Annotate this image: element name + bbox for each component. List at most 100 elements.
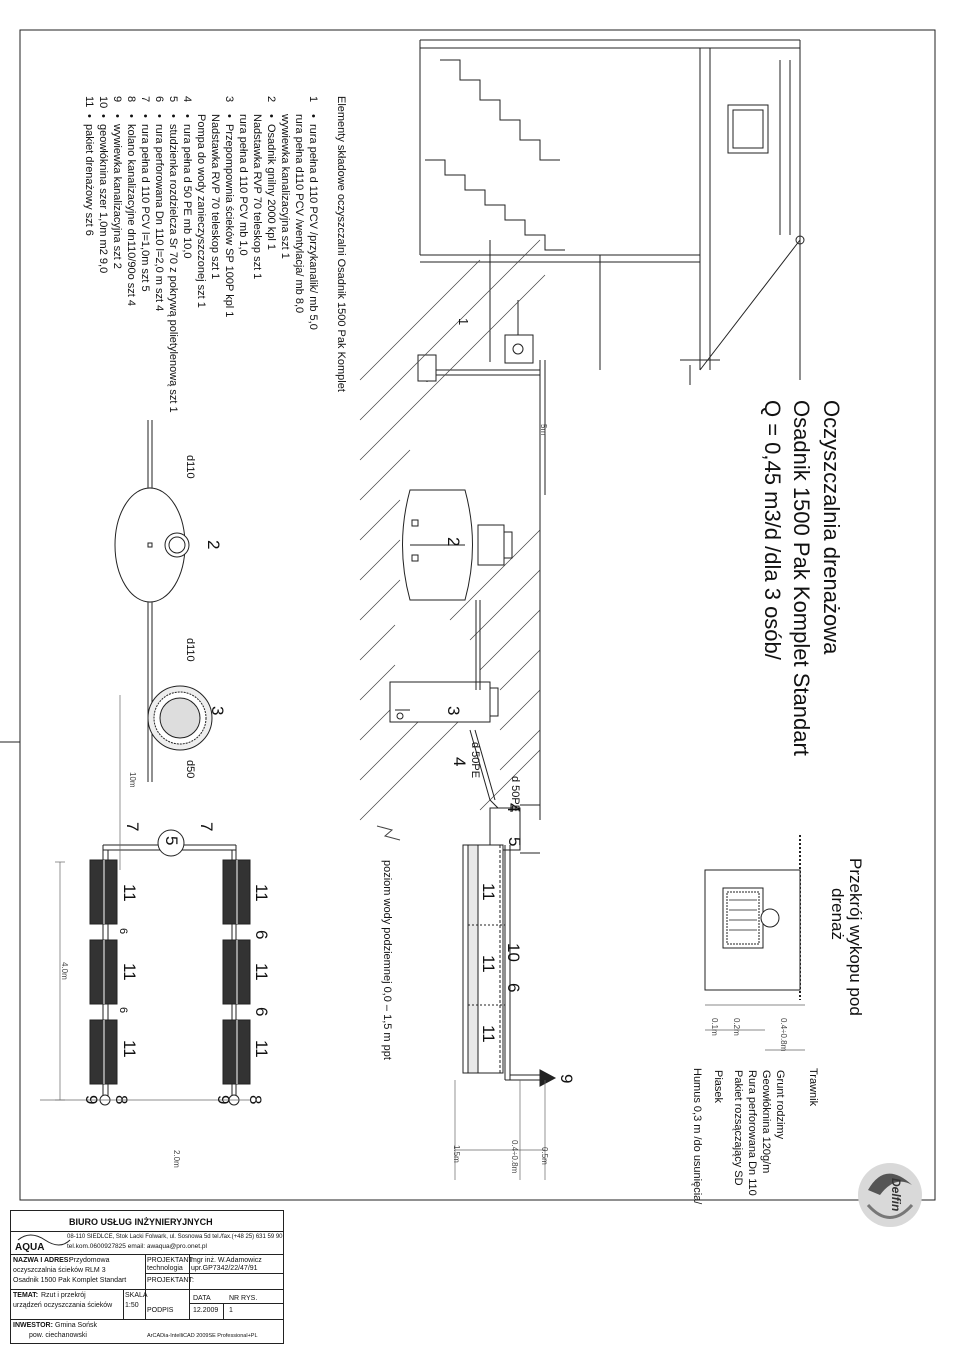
sheet-frame	[19, 29, 936, 1201]
plan-marker-2: 2	[204, 540, 223, 550]
drainage-packets-stripes	[103, 860, 238, 1084]
bullet-dot: •	[83, 114, 95, 118]
date-value: 12.2009	[193, 1307, 219, 1314]
marker-10: 10	[504, 943, 523, 962]
drawing-value: 1	[229, 1307, 233, 1314]
component-number: 11	[83, 96, 95, 108]
groundwater-label: poziom wody podziemnej 0,0 – 1,5 m ppt	[381, 860, 393, 1060]
pipe-label-d50pe: d 50PE	[469, 742, 481, 779]
components-heading: Elementy składowe oczyszczalni Osadnik 1…	[335, 96, 347, 392]
component-text: rura pełna d110 PCV /wentylacja/ mb 8,0	[293, 114, 305, 314]
component-number: 10	[97, 96, 109, 109]
aqua-wave	[17, 1234, 71, 1246]
bullet-dot: •	[265, 114, 277, 118]
layer-label: Rura perforowana Dn 110	[746, 1070, 758, 1196]
designer-label: PROJEKTANT:	[147, 1277, 194, 1284]
component-number: 3	[223, 96, 235, 103]
component-text: Przepompownia ścieków SP 100P kpl 1	[223, 124, 235, 318]
marker-11: 11	[479, 955, 498, 973]
component-number: 1	[307, 96, 319, 103]
topic-label: TEMAT:	[13, 1292, 39, 1299]
section-title-line1: Przekrój wykopu pod	[846, 858, 865, 1016]
drawing-title-line3: Q = 0,45 m3/d /dla 3 osób/	[760, 400, 785, 660]
distribution-box-profile	[489, 804, 540, 854]
component-number: 7	[139, 96, 151, 103]
aqua-brand: AQUA	[15, 1242, 45, 1253]
bullet-dot: •	[111, 114, 123, 118]
marker-3: 3	[444, 706, 463, 716]
marker-4: 4	[450, 757, 469, 767]
component-number: 9	[111, 96, 123, 103]
designer-license: upr.GP7342/22/47/91	[191, 1265, 258, 1272]
plan-marker-11: 11	[120, 1040, 139, 1058]
marker-5: 5	[505, 837, 524, 847]
layer-label: Piasek	[712, 1070, 724, 1104]
bullet-dot: •	[181, 114, 193, 118]
house	[419, 39, 805, 385]
scale-label: SKALA	[125, 1292, 148, 1299]
layer-label: Pakiet rozsączający SD	[732, 1070, 744, 1186]
plan-pipe-d110: d110	[184, 455, 196, 479]
component-text: rura pełna d 50 PE mb 10,0	[181, 124, 193, 259]
section-title-line2: drenaż	[828, 888, 847, 940]
component-text: Nadstawka RVP 70 teleskop szt 1	[209, 114, 221, 280]
layer-label: Geowłóknina 120g/m	[760, 1070, 772, 1174]
drawing-title-line2: Osadnik 1500 Pak Komplet Standart	[789, 400, 814, 756]
component-text: rura perforowana Dn 110 l=2,0 m szt 4	[153, 124, 165, 312]
component-text: Osadnik gnilny 2000 kpl 1	[265, 124, 277, 250]
soil-hatching	[359, 239, 546, 821]
component-text: Pompa do wody zanieczyszczonej szt 1	[195, 114, 207, 308]
office-address: 08-110 SIEDLCE, Stok Lacki Folwark, ul. …	[67, 1234, 283, 1240]
name-value: Osadnik 1500 Pak Komplet Standart	[13, 1277, 127, 1284]
marker-6: 6	[504, 983, 523, 993]
distribution-box-plan	[157, 829, 185, 857]
settler-tank-profile	[402, 489, 513, 601]
drawing-title-line1: Oczyszczalnia drenażowa	[819, 400, 844, 655]
component-number: 8	[125, 96, 137, 103]
office-name: BIURO USŁUG INŻYNIERYJNYCH	[69, 1217, 213, 1227]
plan-marker-6: 6	[252, 930, 271, 940]
section-dim: 0.4÷0.8m	[779, 1018, 788, 1052]
plan-marker-6: 6	[252, 1007, 271, 1017]
bullet-dot: •	[153, 114, 165, 118]
section-dim: 0.1m	[710, 1018, 719, 1036]
dim-5m: 5m	[539, 424, 548, 436]
profile-dims	[454, 1080, 546, 1180]
investor-value: pow. ciechanowski	[29, 1332, 87, 1339]
trench-section	[704, 835, 805, 1051]
drawing-label: NR RYS.	[229, 1295, 258, 1302]
delfin-logo	[858, 1163, 922, 1227]
topic-value: Rzut i przekrój	[41, 1292, 86, 1299]
logo-text: Delfin	[889, 1178, 903, 1212]
plan-marker-9: 9	[214, 1095, 233, 1105]
plan-marker-6: 6	[117, 928, 129, 935]
layer-label: Humus 0,3 m /do usunięcia/	[691, 1068, 703, 1205]
plan-dim-10m: 10m	[128, 772, 137, 788]
marker-11: 11	[479, 1025, 498, 1043]
plan-marker-11: 11	[252, 884, 271, 902]
component-number: 5	[167, 96, 179, 103]
plan-marker-11: 11	[120, 884, 139, 902]
bullet-dot: •	[223, 114, 235, 118]
marker-1: 1	[456, 318, 471, 326]
marker-2: 2	[444, 537, 463, 547]
component-text: pakiet drenażowy szt 6	[83, 124, 95, 236]
component-text: wywiewka kanalizacyjna szt 1	[279, 114, 291, 259]
plan-marker-11: 11	[252, 1040, 271, 1058]
plan-marker-11: 11	[252, 963, 271, 981]
plan-marker-6: 6	[117, 1007, 129, 1014]
layer-label: Grunt rodzimy	[774, 1070, 786, 1140]
component-text: geowłóknina szer 1,0m m2 9,0	[97, 124, 109, 274]
component-number: 6	[153, 96, 165, 103]
designer-name: mgr inż. W.Adamowicz	[191, 1257, 262, 1264]
name-value: oczyszczalnia ścieków RLM 3	[13, 1267, 106, 1274]
plan-marker-3: 3	[208, 706, 227, 716]
plan-dims	[40, 695, 250, 1101]
drainage-packets-plan	[89, 859, 251, 1085]
scale-value: 1:50	[125, 1302, 139, 1309]
pump-station-profile	[389, 681, 499, 723]
component-text: rura pełna d 110 PCV /przykanalik/ mb 5,…	[307, 124, 319, 330]
sign-label: PODPIS	[147, 1307, 174, 1314]
bullet-dot: •	[97, 114, 109, 118]
plan-marker-7: 7	[123, 822, 142, 832]
